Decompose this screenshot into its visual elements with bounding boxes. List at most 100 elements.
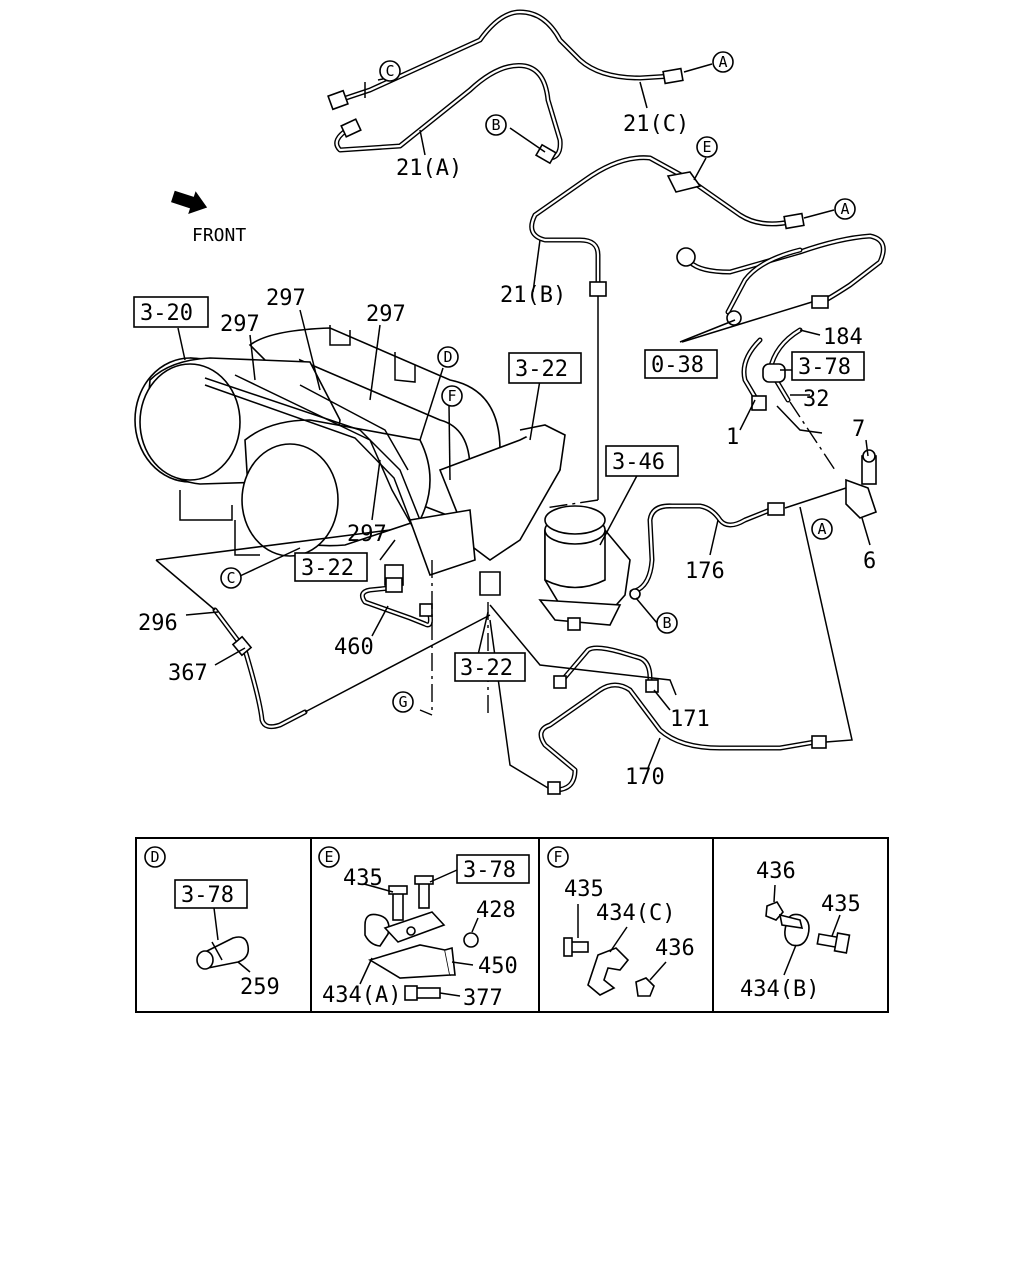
part-450-label: 450 — [478, 954, 518, 979]
link-171 — [489, 604, 677, 696]
svg-text:3-22: 3-22 — [460, 656, 513, 681]
svg-text:G: G — [398, 693, 407, 711]
part-171-label: 171 — [670, 707, 710, 732]
pipe-171 — [553, 645, 659, 693]
part-1-label: 1 — [726, 425, 739, 450]
front-arrow-icon — [171, 190, 208, 215]
callout-e-top[interactable]: E — [696, 136, 718, 158]
svg-text:3-78: 3-78 — [798, 355, 851, 380]
svg-text:D: D — [443, 348, 452, 366]
detail-panel-f: F 435 434(C) 436 — [547, 846, 695, 997]
pipe-176 — [629, 502, 785, 595]
svg-text:D: D — [150, 848, 159, 866]
flex-hose-group — [676, 233, 886, 411]
part-297-label-4: 297 — [347, 522, 387, 547]
ref-box-3-22-mid[interactable]: 3-22 — [294, 552, 368, 582]
dash-g-end — [419, 709, 433, 716]
callout-c-low[interactable]: C — [220, 567, 242, 589]
svg-text:F: F — [447, 387, 456, 405]
svg-text:A: A — [817, 520, 826, 538]
svg-text:A: A — [718, 53, 727, 71]
link-296 — [155, 559, 216, 611]
part-460-label: 460 — [334, 635, 374, 660]
ref-box-3-46[interactable]: 3-46 — [605, 445, 679, 477]
ref-box-3-78-panel-d[interactable]: 3-78 — [174, 879, 248, 909]
callout-b-low[interactable]: B — [656, 612, 678, 634]
pipe-21c — [327, 9, 684, 111]
detail-panels — [135, 837, 889, 1013]
pipe-21a — [334, 63, 563, 165]
dash-valve-link — [789, 401, 836, 471]
part-21b-label: 21(B) — [500, 283, 566, 308]
part-184-label: 184 — [823, 325, 863, 350]
detail-panel-d: D 3-78 259 — [144, 846, 280, 1000]
svg-text:B: B — [662, 614, 671, 632]
detail-panel-unlabeled: 436 435 434(B) — [740, 859, 861, 1002]
ref-box-3-22-top[interactable]: 3-22 — [508, 352, 582, 384]
pipe-460 — [359, 577, 433, 628]
hose-sleeve-259 — [196, 907, 251, 973]
part-297-label-1: 297 — [266, 286, 306, 311]
part-367-label: 367 — [168, 661, 208, 686]
part-170-label: 170 — [625, 765, 665, 790]
dash-dryer — [544, 499, 599, 509]
callout-f-panel[interactable]: F — [547, 846, 569, 868]
link-367 — [304, 614, 491, 713]
callout-d-panel[interactable]: D — [144, 846, 166, 868]
svg-text:C: C — [385, 62, 394, 80]
callout-b-top[interactable]: B — [485, 114, 507, 136]
ref-box-3-22-low[interactable]: 3-22 — [454, 652, 526, 682]
callout-a-top[interactable]: A — [712, 51, 734, 73]
callout-c-top[interactable]: C — [379, 60, 401, 82]
svg-text:3-46: 3-46 — [612, 450, 665, 475]
callout-g[interactable]: G — [392, 691, 414, 713]
callout-f-main[interactable]: F — [441, 385, 463, 407]
link-170-valve — [799, 506, 853, 743]
callout-a-low[interactable]: A — [811, 518, 833, 540]
link-tank-front — [155, 529, 391, 561]
link-176-valve — [784, 487, 847, 509]
svg-text:E: E — [702, 138, 711, 156]
part-436-label-g: 436 — [756, 859, 796, 884]
part-21c-label: 21(C) — [623, 112, 689, 137]
part-296-label: 296 — [138, 611, 178, 636]
part-297-label-2: 297 — [220, 312, 260, 337]
svg-text:3-20: 3-20 — [140, 301, 193, 326]
part-21a-label: 21(A) — [396, 156, 462, 181]
svg-text:3-22: 3-22 — [301, 556, 354, 581]
clamp-434b — [765, 901, 851, 954]
part-32-label: 32 — [803, 387, 830, 412]
bracket-434c — [563, 937, 655, 997]
part-297-label-3: 297 — [366, 302, 406, 327]
air-tank-assembly — [134, 325, 566, 596]
part-435-label-g: 435 — [821, 892, 861, 917]
callout-a-mid[interactable]: A — [834, 198, 856, 220]
relay-valve — [845, 449, 878, 519]
part-434c-label: 434(C) — [596, 901, 675, 926]
part-259-label: 259 — [240, 975, 280, 1000]
ref-box-3-20[interactable]: 3-20 — [133, 296, 209, 328]
callout-e-panel[interactable]: E — [318, 846, 340, 868]
ref-box-0-38[interactable]: 0-38 — [644, 349, 718, 379]
ref-box-3-78[interactable]: 3-78 — [791, 351, 865, 381]
svg-text:B: B — [491, 116, 500, 134]
part-434b-label: 434(B) — [740, 977, 819, 1002]
svg-text:3-22: 3-22 — [515, 357, 568, 382]
part-434a-label: 434(A) — [322, 983, 401, 1008]
svg-text:3-78: 3-78 — [463, 858, 516, 883]
air-dryer — [538, 505, 641, 631]
link-170 — [489, 619, 549, 789]
svg-text:E: E — [324, 848, 333, 866]
pipe-296-367 — [212, 607, 308, 730]
part-428-label: 428 — [476, 898, 516, 923]
pipe-170 — [538, 682, 827, 795]
part-436-label-f: 436 — [655, 936, 695, 961]
pipe-21b — [529, 155, 805, 297]
callout-d-main[interactable]: D — [437, 346, 459, 368]
part-176-label: 176 — [685, 559, 725, 584]
ref-box-3-78-panel-e[interactable]: 3-78 — [456, 854, 530, 884]
bracket-434a — [364, 875, 479, 1001]
part-377-label: 377 — [463, 986, 503, 1011]
svg-text:0-38: 0-38 — [651, 353, 704, 378]
